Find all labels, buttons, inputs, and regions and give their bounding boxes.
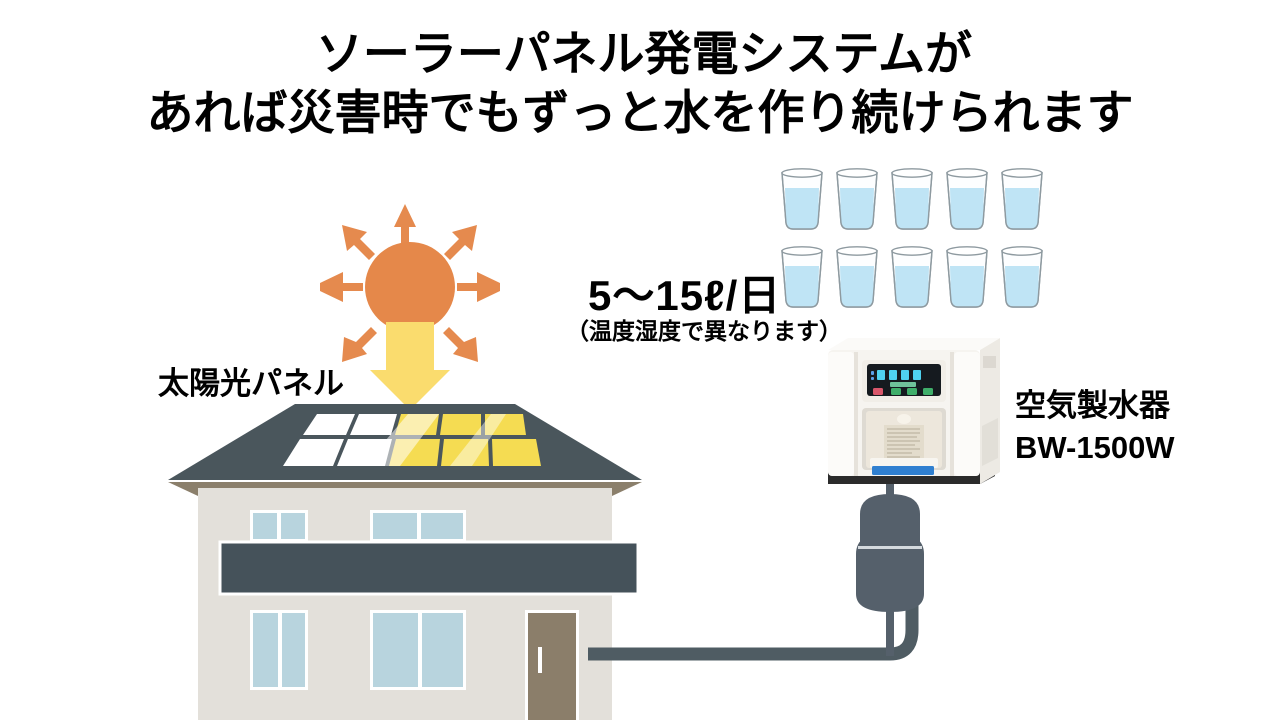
device-label: 空気製水器 BW-1500W: [1015, 385, 1175, 469]
machine-svg: [828, 338, 1000, 656]
house-upper-windows: [250, 510, 466, 542]
solar-glare: [450, 414, 506, 466]
machine-vent-grille: [982, 418, 998, 466]
machine-top-face: [828, 338, 1000, 350]
glass-item: [781, 168, 823, 230]
page-title: ソーラーパネル発電システムが あれば災害時でもずっと水を作り続けられます: [0, 24, 1280, 142]
button-power: [873, 388, 883, 395]
blue-info-strip: [872, 466, 934, 475]
house-lower-windows: [250, 610, 466, 690]
window-pane: [373, 613, 418, 687]
stand-capsule-upper: [860, 494, 920, 546]
control-panel-logo: [890, 382, 916, 387]
sun-illustration: [300, 182, 520, 412]
water-yield-note: （温度湿度で異なります）: [566, 318, 842, 344]
headline-line-2: あれば災害時でもずっと水を作り続けられます: [146, 86, 1134, 139]
window-pane: [373, 513, 417, 539]
solar-glare: [364, 414, 439, 466]
water-spout-icon: [897, 414, 911, 424]
button-green-1: [891, 388, 901, 395]
solar-cell: [283, 439, 344, 466]
sun-svg: [320, 204, 500, 410]
machine-seam-right: [950, 352, 954, 476]
sun-disc-icon: [365, 242, 455, 332]
instruction-label-text-lines: [887, 428, 920, 458]
solar-cell: [441, 439, 489, 466]
window-pane: [281, 513, 305, 539]
glass-item: [946, 168, 988, 230]
solar-cell: [350, 414, 397, 435]
glass-item: [1001, 168, 1043, 230]
sunlight-down-arrow-icon: [370, 322, 450, 410]
machine-side-port: [983, 356, 996, 368]
glass-item: [891, 246, 933, 308]
house-door: [528, 613, 576, 720]
button-green-2: [907, 388, 917, 395]
headline-line-1: ソーラーパネル発電システムが: [315, 27, 973, 80]
window-pane: [422, 613, 463, 687]
device-name-text: 空気製水器: [1015, 388, 1170, 423]
solar-cell: [492, 439, 541, 466]
window-pane: [253, 613, 278, 687]
glasses-svg: [781, 168, 1043, 308]
stand-capsule-lower: [856, 532, 924, 612]
drip-tray: [870, 458, 938, 468]
house-band-outline: [218, 540, 640, 596]
house-balcony-band: [220, 542, 638, 594]
device-model-text: BW-1500W: [1015, 430, 1175, 465]
solar-cell: [303, 414, 355, 435]
glass-item: [781, 246, 823, 308]
window-pane: [253, 513, 277, 539]
door-handle: [538, 647, 542, 673]
window-pane: [282, 613, 305, 687]
glass-item: [836, 168, 878, 230]
house-svg: [168, 404, 642, 720]
machine-left-column: [828, 352, 854, 476]
control-panel-digits: [871, 370, 921, 380]
water-yield-amount: 5〜15ℓ/日: [588, 272, 782, 319]
sun-rays-icon: [320, 204, 500, 362]
solar-cell: [440, 414, 481, 435]
solar-cell: [485, 414, 526, 435]
machine-right-column: [954, 352, 980, 476]
roof-solar-array: [283, 414, 541, 466]
machine-seam-left: [854, 352, 858, 476]
house-illustration: [150, 392, 660, 720]
glass-item: [891, 168, 933, 230]
stand-divider: [858, 546, 922, 549]
glass-item: [1001, 246, 1043, 308]
solar-panel-label: 太陽光パネル: [158, 366, 344, 401]
window-pane: [421, 513, 463, 539]
glass-item: [836, 246, 878, 308]
glass-item: [946, 246, 988, 308]
button-green-3: [923, 388, 933, 395]
water-glasses-group: [780, 167, 1045, 317]
control-panel-buttons: [873, 388, 933, 395]
air-water-generator: [820, 326, 1025, 656]
stand-downpipe: [886, 610, 894, 656]
